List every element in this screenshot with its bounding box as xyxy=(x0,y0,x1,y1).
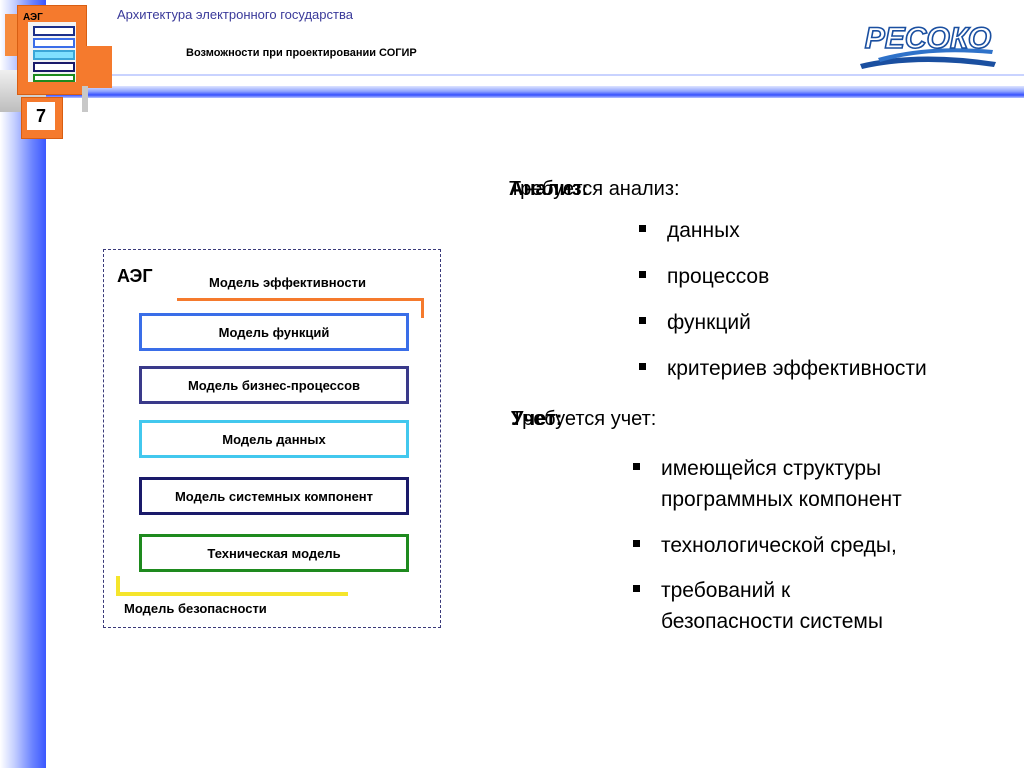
bullet-icon xyxy=(633,463,640,470)
architecture-diagram xyxy=(103,249,441,628)
logo-stack-bar xyxy=(33,26,75,36)
bullet-icon xyxy=(639,271,646,278)
bullet-icon xyxy=(639,225,646,232)
header-gradient-line xyxy=(46,86,1024,98)
analysis-heading: Анализ: Требуется анализ: xyxy=(509,178,729,208)
accounting-heading-bold: Учет: xyxy=(511,408,563,430)
analysis-heading-bold: Анализ: xyxy=(509,178,589,200)
model-box-system-components: Модель системных компонент xyxy=(139,477,409,515)
slide-subtitle: Архитектура электронного государства xyxy=(117,7,353,22)
logo-label: АЭГ xyxy=(23,12,43,23)
logo-stack-icon xyxy=(28,22,76,82)
bullet-icon xyxy=(633,585,640,592)
model-label: Техническая модель xyxy=(207,545,341,561)
diagram-label: АЭГ xyxy=(117,266,153,286)
model-label: Модель данных xyxy=(222,431,326,447)
model-label: Модель системных компонент xyxy=(174,488,374,504)
list-item: функций xyxy=(639,311,751,335)
logo-orange-square-right xyxy=(82,46,112,88)
model-box-technical: Техническая модель xyxy=(139,534,409,572)
bullet-icon xyxy=(633,540,640,547)
brand-logo: РЕСОКО xyxy=(860,21,996,69)
bullet-icon xyxy=(639,363,646,370)
logo-grey-strip xyxy=(82,86,88,112)
list-item: технологической среды, xyxy=(633,530,991,561)
logo-stack-bar xyxy=(33,74,75,82)
slide-number: 7 xyxy=(27,102,55,130)
model-box-functions: Модель функций xyxy=(139,313,409,351)
logo-stack-bar xyxy=(33,62,75,72)
list-item: процессов xyxy=(639,265,769,289)
brand-name: РЕСОКО xyxy=(865,22,991,55)
security-model-label: Модель безопасности xyxy=(124,601,267,616)
model-box-business-processes: Модель бизнес-процессов xyxy=(139,366,409,404)
list-item: имеющейся структуры программных компонен… xyxy=(633,453,991,515)
security-bracket xyxy=(116,576,348,596)
slide-title: Возможности при проектировании СОГИР xyxy=(186,47,417,59)
bullet-icon xyxy=(639,317,646,324)
header-thin-line xyxy=(46,74,1024,76)
model-box-data: Модель данных xyxy=(139,420,409,458)
efficiency-bracket xyxy=(177,298,424,318)
logo-stack-bar xyxy=(33,50,75,60)
accounting-heading: Учет: Требуется учет: xyxy=(511,408,711,438)
list-item: критериев эффективности xyxy=(639,357,927,381)
list-item: данных xyxy=(639,219,740,243)
accounting-heading-normal: Требуется учет: xyxy=(511,408,657,430)
efficiency-model-label: Модель эффективности xyxy=(209,275,366,290)
model-label: Модель функций xyxy=(218,324,330,340)
list-item: требований к безопасности системы xyxy=(633,575,991,637)
model-label: Модель бизнес-процессов xyxy=(187,377,361,393)
analysis-heading-normal: Требуется анализ: xyxy=(509,178,680,200)
logo-stack-bar xyxy=(33,38,75,48)
